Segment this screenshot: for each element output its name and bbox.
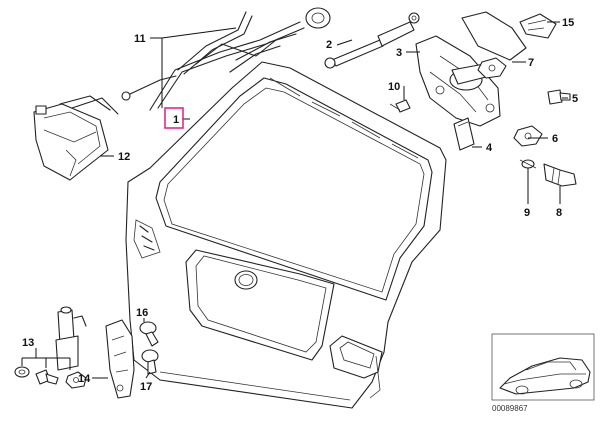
hinge-assembly[interactable]	[415, 11, 527, 127]
bolt-small[interactable]	[35, 369, 59, 385]
callout-4[interactable]: 4	[486, 142, 493, 154]
callout-labels: 11 2 3 15 7 10 5 4 6 9 8 1 12 13 14 16 1…	[22, 17, 578, 393]
rubber-pad[interactable]	[453, 117, 475, 151]
callout-14[interactable]: 14	[78, 373, 91, 385]
callout-7[interactable]: 7	[528, 57, 534, 69]
bolt-right[interactable]	[547, 89, 571, 105]
callout-8[interactable]: 8	[556, 207, 562, 219]
callout-13[interactable]: 13	[22, 337, 34, 349]
callout-10[interactable]: 10	[388, 81, 400, 93]
callout-12[interactable]: 12	[118, 151, 130, 163]
leader-lines	[21, 21, 568, 379]
nut-lower[interactable]	[513, 125, 543, 147]
tailgate-panel[interactable]	[125, 61, 447, 409]
stud-bolt[interactable]	[543, 163, 577, 187]
callout-11[interactable]: 11	[134, 33, 146, 45]
callout-5[interactable]: 5	[572, 93, 578, 105]
nut-small[interactable]	[65, 371, 87, 389]
callout-17[interactable]: 17	[140, 381, 152, 393]
callout-16[interactable]: 16	[136, 307, 148, 319]
lower-bracket[interactable]	[105, 319, 135, 399]
nut-top[interactable]	[477, 57, 507, 79]
small-clip[interactable]	[389, 99, 411, 113]
callout-1[interactable]: 1	[173, 114, 179, 126]
bolt-17[interactable]	[141, 349, 159, 375]
vehicle-thumbnail[interactable]	[491, 333, 595, 401]
callout-9[interactable]: 9	[524, 207, 530, 219]
washer[interactable]	[519, 159, 537, 169]
callout-2[interactable]: 2	[326, 39, 332, 51]
cable-harness[interactable]	[121, 7, 331, 111]
callout-6[interactable]: 6	[552, 133, 558, 145]
callout-15[interactable]: 15	[562, 17, 574, 29]
gas-strut[interactable]	[324, 12, 420, 69]
washer-small[interactable]	[14, 366, 30, 378]
tailgate-switch[interactable]	[55, 306, 87, 371]
callout-3[interactable]: 3	[396, 47, 402, 59]
bolt-16[interactable]	[139, 321, 159, 347]
selected-callout-highlight	[164, 107, 184, 129]
diagram-reference-code: 00089867	[492, 404, 528, 413]
lock-actuator[interactable]	[33, 95, 119, 181]
clip-bracket[interactable]	[519, 13, 557, 39]
